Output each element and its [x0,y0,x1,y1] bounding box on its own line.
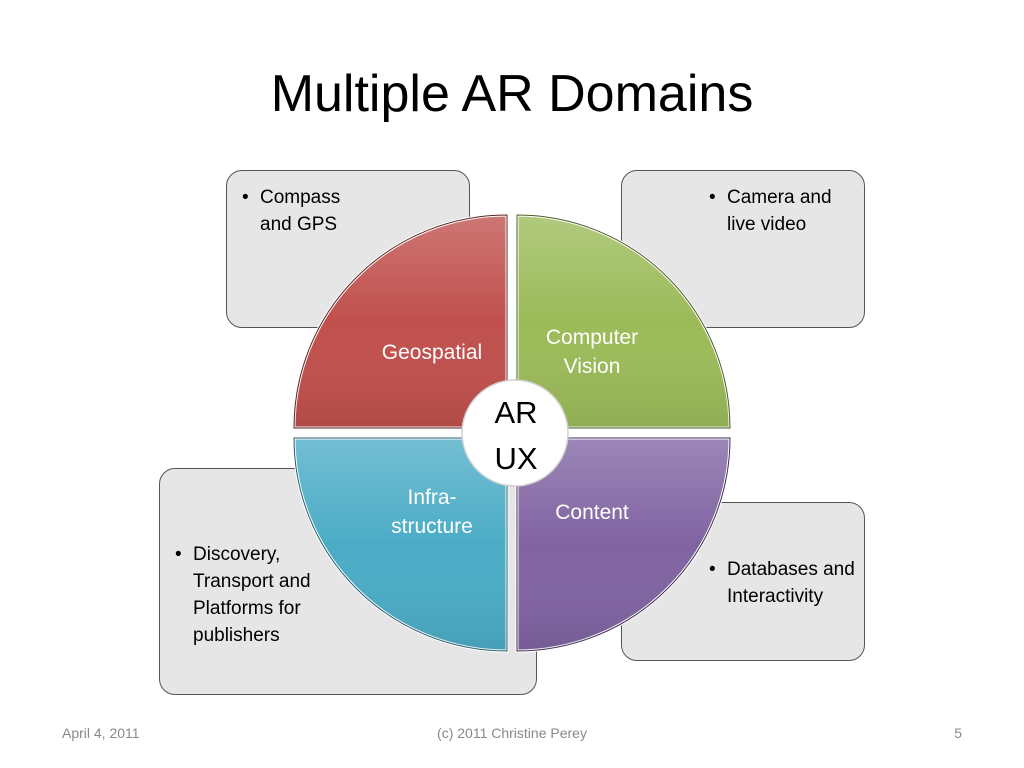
slide-title: Multiple AR Domains [270,65,754,123]
callout-bullet: Databases and Interactivity [709,556,857,610]
quadrant-label-infrastructure: Infra- structure [391,486,473,538]
center-label-ar-ux: AR UX [494,395,538,476]
quadrant-computer-vision [515,213,732,430]
callout-bullet: Compass and GPS [242,184,372,238]
quadrant-content [515,436,732,653]
callout-bullet: Discovery, Transport and Platforms for p… [175,541,345,649]
center-hub [461,379,569,487]
quadrant-label-geospatial: Geospatial [381,341,483,364]
footer-page-number: 5 [954,725,962,741]
callout-bullet-list: Databases and Interactivity [709,556,857,610]
footer-date: April 4, 2011 [62,725,140,741]
footer-copyright: (c) 2011 Christine Perey [437,725,587,741]
quadrant-label-content: Content [555,501,629,524]
callout-bullet-list: Compass and GPS [242,184,372,238]
quadrant-geospatial [292,213,509,430]
quadrant-label-computer-vision: Computer Vision [545,326,639,378]
quadrant-infrastructure [292,436,509,653]
callout-bullet: Camera and live video [709,184,857,238]
callout-bullet-list: Discovery, Transport and Platforms for p… [175,541,345,649]
callout-bullet-list: Camera and live video [709,184,857,238]
